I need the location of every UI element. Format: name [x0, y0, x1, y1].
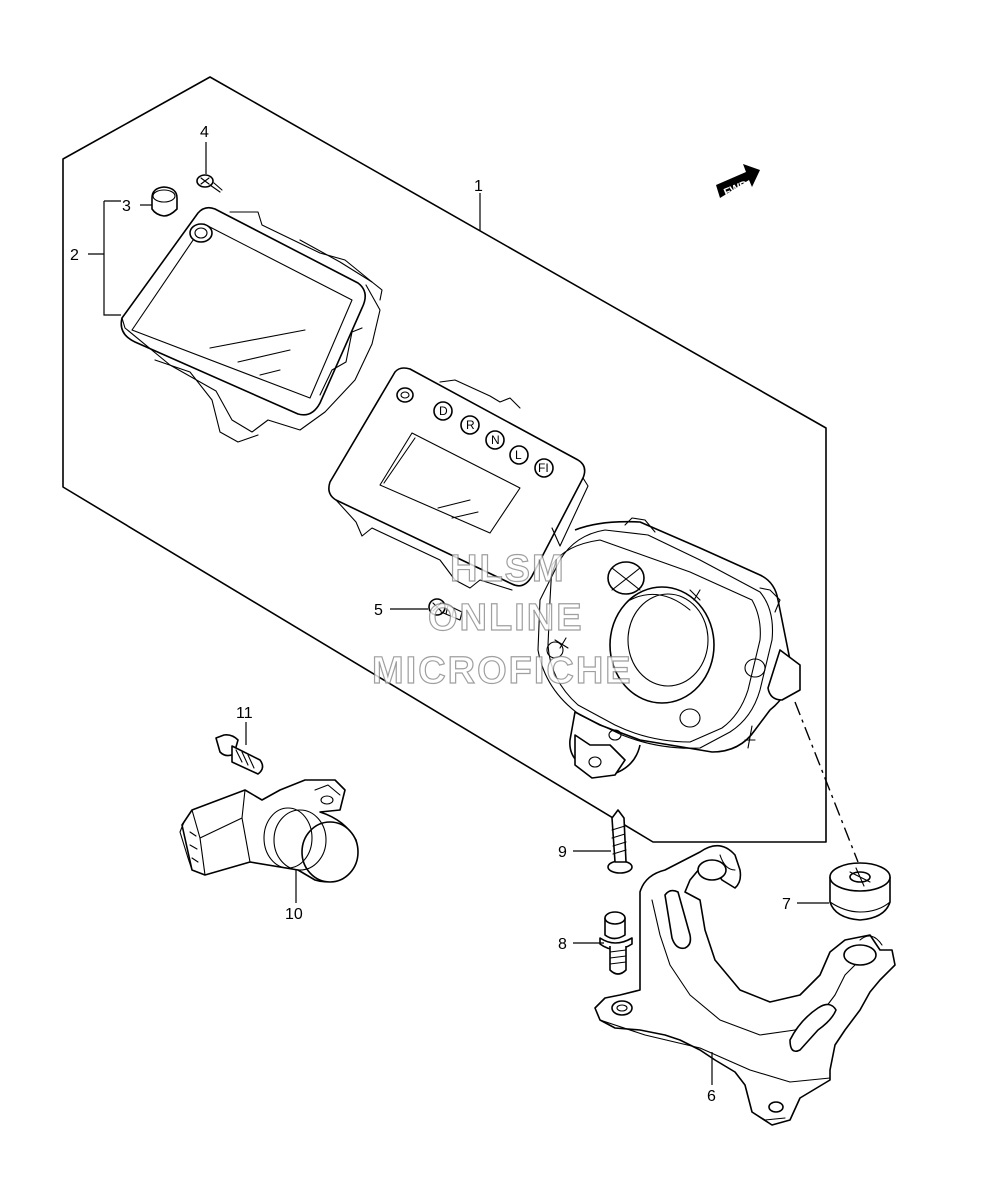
- watermark: HLSM ONLINE MICROFICHE: [371, 547, 633, 692]
- fwd-arrow-icon: FWD: [716, 164, 760, 199]
- lcd-module-part: D R N L FI: [328, 367, 589, 591]
- callout-10: 10: [285, 906, 303, 923]
- indicator-n: N: [491, 433, 500, 447]
- callout-1: 1: [474, 178, 483, 195]
- callout-8: 8: [558, 936, 567, 953]
- leader-lines: [88, 142, 829, 1085]
- callout-7: 7: [782, 896, 791, 913]
- bracket-part: [594, 844, 896, 1126]
- callouts: 1 2 3 4 5 6 7 8 9 10 11: [70, 124, 791, 1105]
- watermark-line-1: HLSM: [450, 548, 566, 590]
- alignment-line: [794, 701, 859, 863]
- assembly-boundary: [62, 76, 827, 843]
- callout-11: 11: [236, 705, 253, 722]
- indicator-l: L: [515, 448, 522, 462]
- callout-4: 4: [200, 124, 209, 141]
- callout-5: 5: [374, 602, 383, 619]
- screw-small-part: [196, 174, 223, 193]
- speed-sensor-part: [179, 779, 359, 883]
- callout-2: 2: [70, 247, 79, 264]
- indicator-d: D: [439, 404, 448, 418]
- callout-3: 3: [122, 198, 131, 215]
- watermark-line-3: MICROFICHE: [372, 650, 633, 692]
- indicator-fi: FI: [538, 461, 549, 475]
- screw-part-5: [428, 598, 463, 621]
- bolt-part-8: [599, 911, 633, 975]
- watermark-line-2: ONLINE: [428, 597, 584, 639]
- meter-cover-part: [120, 206, 383, 443]
- grommet-part: [829, 862, 891, 921]
- callout-9: 9: [558, 844, 567, 861]
- cap-part: [151, 186, 178, 217]
- gear-position-indicators: D R N L FI: [433, 401, 554, 478]
- bolt-part-11: [215, 734, 264, 775]
- meter-case-part: [537, 517, 801, 779]
- tapping-screw-part-9: [607, 809, 633, 874]
- callout-6: 6: [707, 1088, 716, 1105]
- indicator-r: R: [466, 418, 475, 432]
